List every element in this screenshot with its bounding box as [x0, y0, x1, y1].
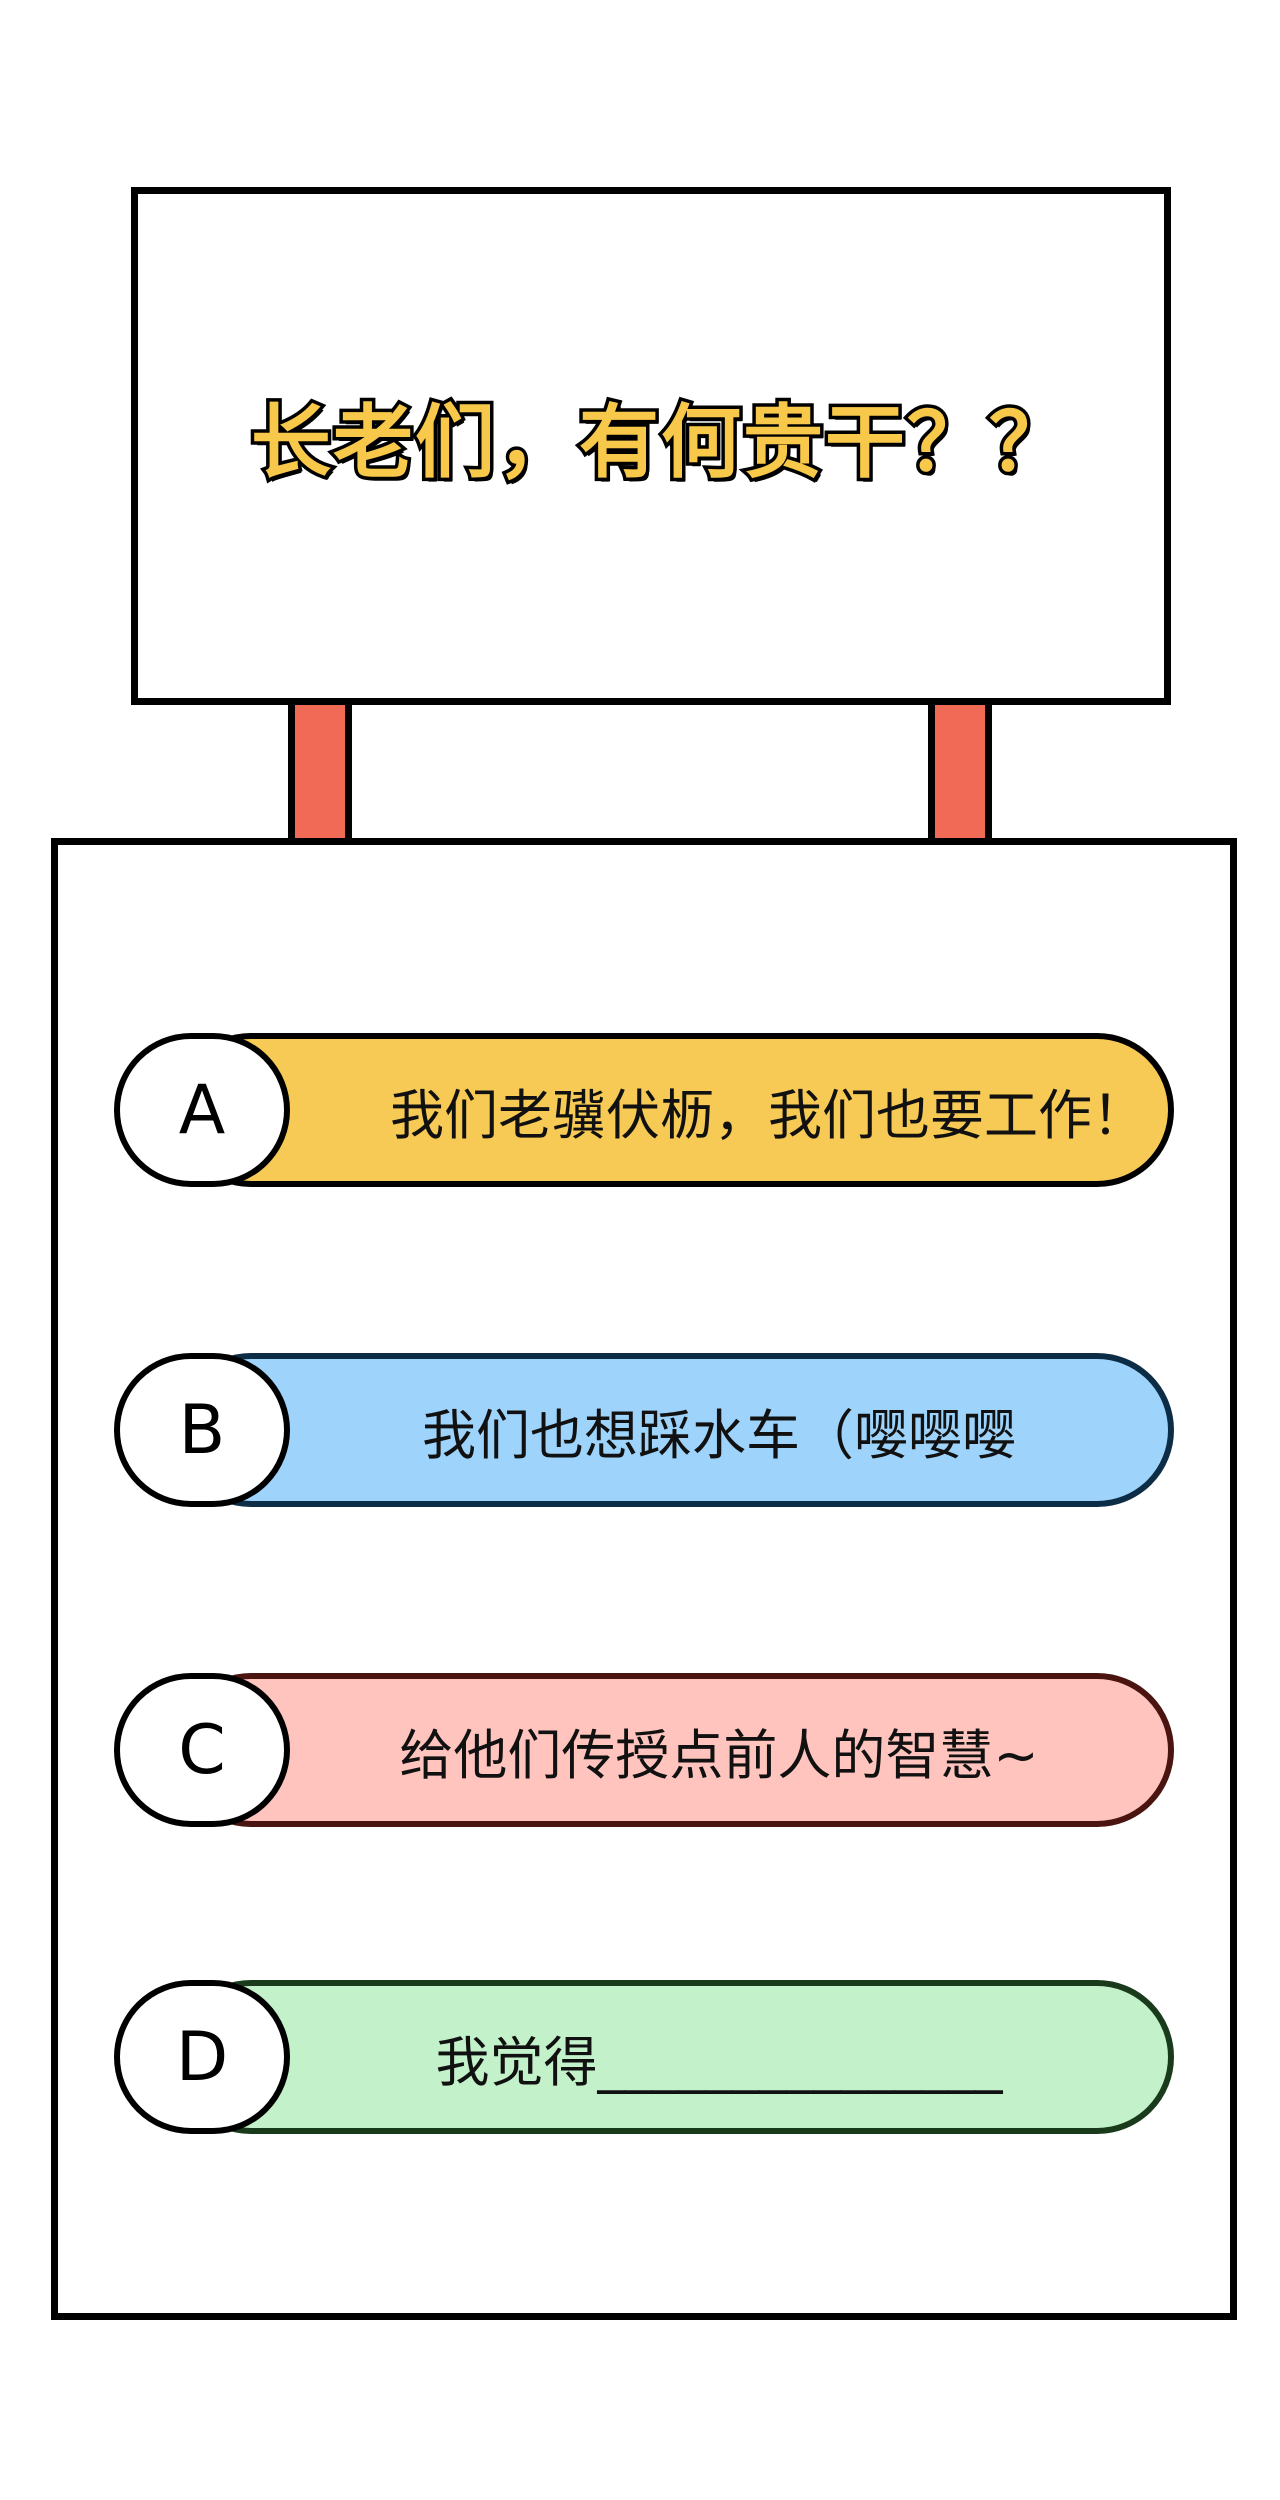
option-a-letter-badge: A [114, 1033, 290, 1187]
option-letter: D [175, 2017, 229, 2097]
option-d-bar[interactable]: 我觉得_______________ [174, 1980, 1174, 2134]
sign-post-left [288, 705, 352, 841]
option-d[interactable]: D 我觉得_______________ [114, 1980, 1174, 2134]
option-letter: C [178, 1710, 226, 1790]
option-text: 给他们传授点前人的智慧~ [399, 1723, 1039, 1787]
sign-board: 长老们，有何贵干？？ [131, 187, 1171, 705]
option-b-letter-badge: B [114, 1353, 290, 1507]
option-letter: A [178, 1070, 226, 1150]
option-a-bar[interactable]: 我们老骥伏枥，我们也要工作！ [174, 1033, 1174, 1187]
option-d-letter-badge: D [114, 1980, 290, 2134]
sign-title: 长老们，有何贵干？？ [248, 393, 1073, 493]
option-c-bar[interactable]: 给他们传授点前人的智慧~ [174, 1673, 1174, 1827]
option-text: 我觉得_______________ [435, 2030, 1003, 2094]
option-a[interactable]: A 我们老骥伏枥，我们也要工作！ [114, 1033, 1174, 1187]
option-text: 我们老骥伏枥，我们也要工作！ [390, 1083, 1146, 1147]
option-b[interactable]: B 我们也想踩水车（嘤嘤嘤 [114, 1353, 1174, 1507]
option-c-letter-badge: C [114, 1673, 290, 1827]
option-letter: B [178, 1390, 226, 1470]
sign-post-right [928, 705, 992, 841]
option-b-bar[interactable]: 我们也想踩水车（嘤嘤嘤 [174, 1353, 1174, 1507]
option-c[interactable]: C 给他们传授点前人的智慧~ [114, 1673, 1174, 1827]
option-text: 我们也想踩水车（嘤嘤嘤 [422, 1403, 1016, 1467]
